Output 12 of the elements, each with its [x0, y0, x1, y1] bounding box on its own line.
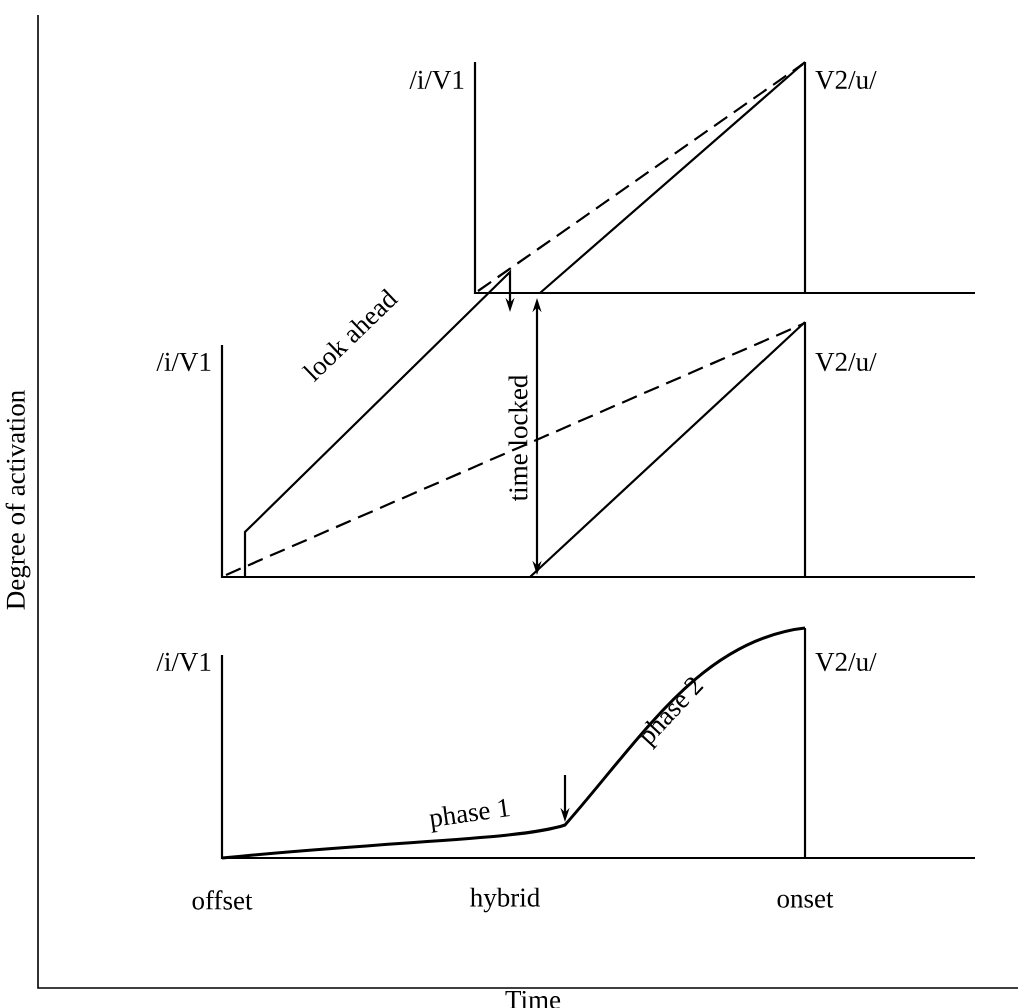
arrow-label: time locked — [508, 374, 528, 502]
curve-end-label: V2/u/ — [815, 652, 877, 672]
axis-tick-label: onset — [777, 892, 834, 908]
curve-end-label: /i/V1 — [156, 352, 211, 372]
curve-end-label: V2/u/ — [815, 70, 877, 90]
axis-tick-label: offset — [192, 890, 253, 910]
curve-end-label: /i/V1 — [409, 70, 464, 90]
axis-title: Degree of activation — [5, 390, 31, 610]
curve-end-label: /i/V1 — [156, 652, 211, 672]
curve-label: phase 1 — [429, 798, 510, 833]
axis-tick-label: hybrid — [470, 887, 540, 913]
curve-end-label: V2/u/ — [815, 352, 877, 372]
